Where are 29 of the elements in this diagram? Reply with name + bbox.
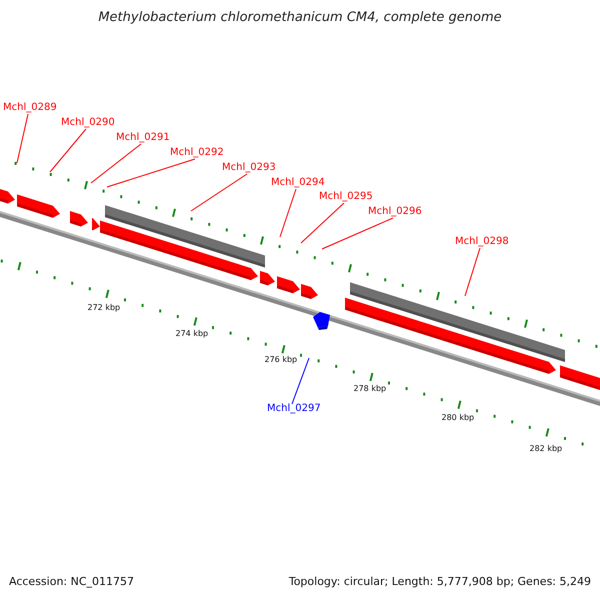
leader-line	[292, 358, 310, 404]
gene-label: Mchl_0291	[116, 133, 170, 143]
gene-label: Mchl_0294	[271, 178, 325, 188]
scale-label: 278 kbp	[354, 385, 386, 393]
gene-label: Mchl_0293	[222, 163, 276, 173]
leader-line	[16, 114, 28, 164]
gene-label: Mchl_0289	[3, 103, 57, 113]
leader-line	[50, 128, 86, 172]
gene-label: Mchl_0297	[267, 404, 321, 414]
gene-label: Mchl_0290	[61, 118, 115, 128]
gene-label: Mchl_0298	[455, 237, 509, 247]
gene-label: Mchl_0295	[319, 192, 373, 202]
leader-line	[322, 218, 394, 250]
leader-line	[90, 144, 142, 184]
scale-label: 282 kbp	[530, 445, 562, 453]
gene-label: Mchl_0296	[368, 207, 422, 217]
leader-line	[106, 158, 196, 188]
leader-line	[280, 188, 296, 238]
leader-line	[300, 202, 344, 244]
scale-label: 274 kbp	[176, 330, 208, 338]
scale-label: 272 kbp	[88, 304, 120, 312]
gene-label: Mchl_0292	[170, 148, 224, 158]
leader-line	[190, 174, 248, 212]
scale-label: 276 kbp	[264, 356, 298, 364]
title: Methylobacterium chloromethanicum CM4, complete genome	[97, 11, 503, 24]
accession-text: Accession: NC_011757	[9, 576, 134, 587]
genome-info-text: Topology: circular; Length: 5,777,908 bp; Genes: 5,249	[288, 576, 591, 587]
leader-line	[464, 248, 480, 296]
scale-label: 280 kbp	[442, 414, 474, 422]
